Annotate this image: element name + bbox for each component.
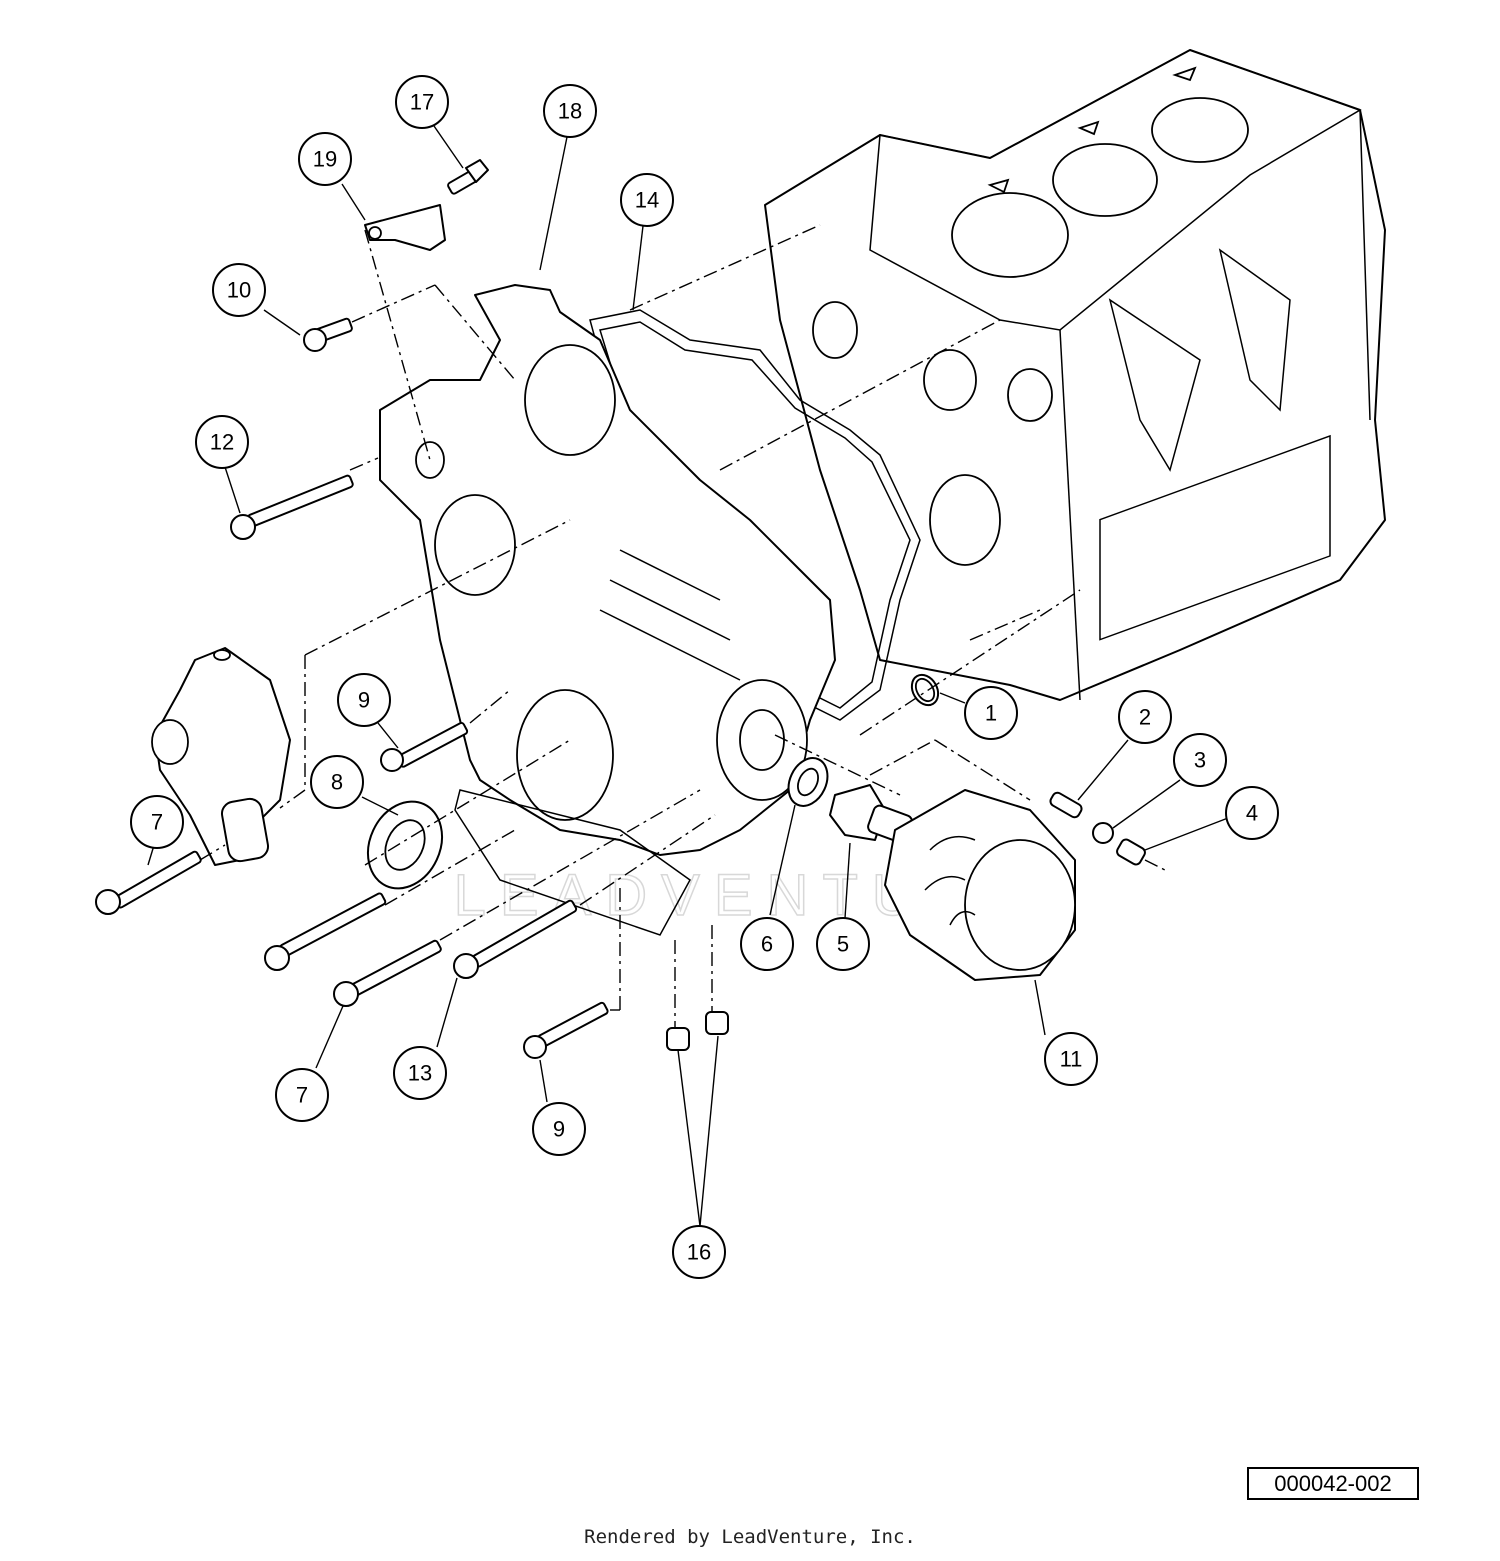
bolt-10 xyxy=(303,317,353,352)
relief-plug xyxy=(1116,838,1146,866)
callout-1: 1 xyxy=(964,686,1018,740)
bolt-17 xyxy=(447,159,489,195)
svg-text:9: 9 xyxy=(553,1117,565,1142)
oil-filter xyxy=(884,789,1076,981)
callout-2: 2 xyxy=(1118,690,1172,744)
svg-text:5: 5 xyxy=(837,932,849,957)
svg-text:3: 3 xyxy=(1194,748,1206,773)
callout-10: 10 xyxy=(212,263,266,317)
callout-11: 11 xyxy=(1044,1032,1098,1086)
callout-5: 5 xyxy=(816,917,870,971)
svg-text:14: 14 xyxy=(635,188,659,213)
callout-9-lower: 9 xyxy=(532,1102,586,1156)
callout-14: 14 xyxy=(620,173,674,227)
svg-text:13: 13 xyxy=(408,1061,432,1086)
water-pump xyxy=(151,647,291,866)
callout-19: 19 xyxy=(298,132,352,186)
callout-13: 13 xyxy=(393,1046,447,1100)
svg-text:11: 11 xyxy=(1060,1047,1083,1072)
gear-case xyxy=(379,284,836,936)
bolt-12 xyxy=(230,474,354,540)
engine-block xyxy=(764,49,1386,701)
callout-6: 6 xyxy=(740,917,794,971)
o-ring xyxy=(910,673,940,707)
svg-text:9: 9 xyxy=(358,688,370,713)
bolt-long-a xyxy=(264,892,387,971)
svg-text:7: 7 xyxy=(296,1083,308,1108)
leader-lines xyxy=(147,125,1229,1227)
svg-text:6: 6 xyxy=(761,932,773,957)
callout-9-upper: 9 xyxy=(337,673,391,727)
bolt-7-lower xyxy=(333,939,442,1007)
callout-17: 17 xyxy=(395,75,449,129)
figure-id-label: 000042-002 xyxy=(1247,1467,1419,1500)
relief-ball xyxy=(1092,822,1114,844)
callout-7-upper: 7 xyxy=(130,795,184,849)
bolt-9-lower xyxy=(523,1001,609,1059)
svg-text:17: 17 xyxy=(410,90,434,115)
callout-18: 18 xyxy=(543,84,597,138)
callout-7-lower: 7 xyxy=(275,1068,329,1122)
callout-3: 3 xyxy=(1173,733,1227,787)
bolt-9-upper xyxy=(380,721,469,772)
oil-seal xyxy=(367,800,443,890)
svg-text:19: 19 xyxy=(313,147,337,172)
render-credit: Rendered by LeadVenture, Inc. xyxy=(584,1526,916,1548)
svg-text:4: 4 xyxy=(1246,801,1258,826)
bolt-13 xyxy=(453,899,578,979)
svg-text:12: 12 xyxy=(210,430,234,455)
svg-text:1: 1 xyxy=(985,701,997,726)
washer xyxy=(787,757,829,807)
callout-12: 12 xyxy=(195,415,249,469)
svg-text:7: 7 xyxy=(151,810,163,835)
svg-text:10: 10 xyxy=(227,278,251,303)
callout-4: 4 xyxy=(1225,786,1279,840)
relief-spring xyxy=(1049,791,1083,819)
callout-8: 8 xyxy=(310,755,364,809)
bracket xyxy=(364,204,446,251)
svg-text:2: 2 xyxy=(1139,705,1151,730)
svg-text:8: 8 xyxy=(331,770,343,795)
svg-text:18: 18 xyxy=(558,99,582,124)
svg-text:16: 16 xyxy=(687,1240,711,1265)
bolt-7-left xyxy=(95,850,202,915)
drain-plugs xyxy=(666,1011,729,1051)
callout-16: 16 xyxy=(672,1225,726,1279)
alignment-lines xyxy=(199,224,1166,1028)
